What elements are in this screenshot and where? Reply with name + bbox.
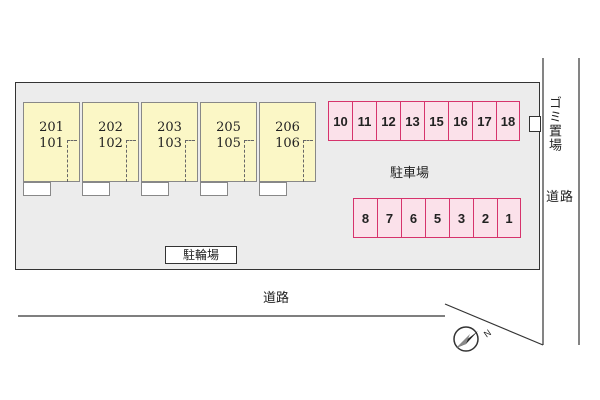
unit-lower-number: 106 (275, 136, 300, 151)
unit-upper-number: 201 (39, 120, 64, 135)
bottom-road-label: 道路 (263, 291, 290, 306)
unit-upper-number: 202 (98, 120, 123, 135)
garbage-area-box (529, 116, 541, 132)
apartment-units: 201 101 202 102 203 103 205 105 (23, 102, 318, 197)
parking-lot-label: 駐車場 (390, 166, 430, 181)
unit-body (200, 102, 257, 182)
unit-body (23, 102, 80, 182)
unit-porch (82, 182, 110, 196)
unit-body (82, 102, 139, 182)
unit-lower-number: 102 (98, 136, 123, 151)
unit-block: 205 105 (200, 102, 257, 196)
parking-space: 3 (449, 198, 473, 238)
parking-space: 10 (328, 101, 352, 141)
parking-space: 6 (401, 198, 425, 238)
unit-label: 202 102 (82, 120, 139, 152)
compass-needle-tail (456, 334, 470, 348)
north-compass-icon: N (453, 326, 493, 352)
unit-porch (200, 182, 228, 196)
unit-entry-outline (303, 140, 313, 182)
parking-space: 2 (473, 198, 497, 238)
parking-space: 17 (472, 101, 496, 141)
unit-lower-number: 105 (216, 136, 241, 151)
unit-block: 202 102 (82, 102, 139, 196)
unit-porch (23, 182, 51, 196)
parking-space: 8 (353, 198, 377, 238)
unit-upper-number: 205 (216, 120, 241, 135)
parking-row-top: 10 11 12 13 15 16 17 18 (328, 101, 520, 141)
unit-porch (259, 182, 287, 196)
unit-label: 206 106 (259, 120, 316, 152)
parking-space: 13 (400, 101, 424, 141)
unit-entry-outline (126, 140, 136, 182)
unit-block: 203 103 (141, 102, 198, 196)
parking-space: 1 (497, 198, 521, 238)
unit-body (141, 102, 198, 182)
unit-entry-outline (67, 140, 77, 182)
unit-label: 203 103 (141, 120, 198, 152)
unit-label: 201 101 (23, 120, 80, 152)
parking-row-bottom: 8 7 6 5 3 2 1 (353, 198, 521, 238)
unit-upper-number: 203 (157, 120, 182, 135)
unit-block: 201 101 (23, 102, 80, 196)
parking-space: 12 (376, 101, 400, 141)
unit-upper-number: 206 (275, 120, 300, 135)
unit-block: 206 106 (259, 102, 316, 196)
garbage-area-label: ゴミ置場 (546, 96, 561, 152)
parking-space: 15 (424, 101, 448, 141)
unit-entry-outline (244, 140, 254, 182)
parking-space: 16 (448, 101, 472, 141)
diagonal-road-edge-line-2 (18, 304, 445, 316)
parking-space: 11 (352, 101, 376, 141)
parking-space: 5 (425, 198, 449, 238)
diagonal-road-edge-line (444, 303, 544, 346)
bicycle-parking-label: 駐輪場 (165, 246, 237, 264)
unit-lower-number: 101 (39, 136, 64, 151)
unit-label: 205 105 (200, 120, 257, 152)
unit-lower-number: 103 (157, 136, 182, 151)
north-label: N (482, 327, 493, 339)
parking-space: 18 (496, 101, 520, 141)
unit-porch (141, 182, 169, 196)
right-road-label: 道路 (546, 190, 575, 205)
unit-body (259, 102, 316, 182)
parking-space: 7 (377, 198, 401, 238)
unit-entry-outline (185, 140, 195, 182)
